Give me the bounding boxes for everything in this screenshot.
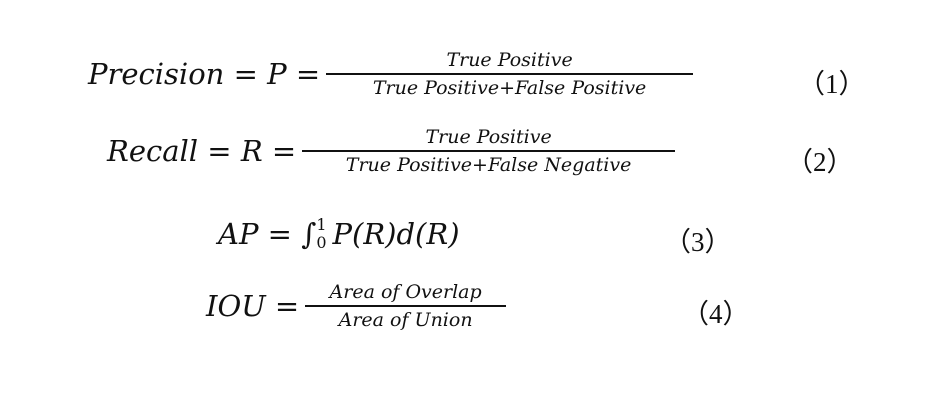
- equation-iou: IOU = Area of Overlap Area of Union: [206, 280, 506, 332]
- equation-number: （2）: [786, 147, 854, 177]
- equation-precision: Precision = P = True Positive True Posit…: [88, 48, 693, 100]
- upper-limit: 1: [316, 215, 327, 234]
- numerator: Area of Overlap: [329, 281, 482, 303]
- equation-ap: AP = ∫ 1 0 P(R)d(R): [218, 216, 460, 252]
- numerator: True Positive: [446, 49, 573, 71]
- denominator: True Positive+False Negative: [345, 154, 632, 176]
- equation-recall: Recall = R = True Positive True Positive…: [107, 125, 675, 177]
- equation-number: （3）: [664, 227, 732, 257]
- fraction: True Positive True Positive+False Negati…: [302, 125, 675, 177]
- integral-sign: ∫: [301, 217, 317, 251]
- fraction: True Positive True Positive+False Positi…: [326, 48, 693, 100]
- numerator: True Positive: [425, 126, 552, 148]
- equation-number: （1）: [798, 69, 866, 99]
- equation-number: （4）: [682, 299, 750, 329]
- denominator: True Positive+False Positive: [372, 77, 647, 99]
- lower-limit: 0: [316, 233, 327, 252]
- integral-limits: 1 0: [316, 216, 326, 252]
- denominator: Area of Union: [338, 309, 473, 331]
- equation-lhs: IOU =: [206, 289, 300, 323]
- integrand: P(R)d(R): [332, 217, 460, 251]
- fraction-bar: [302, 150, 675, 152]
- equation-lhs: Recall = R =: [107, 134, 297, 168]
- fraction-bar: [305, 305, 506, 307]
- fraction-bar: [326, 73, 693, 75]
- equation-lhs: AP =: [218, 217, 302, 251]
- fraction: Area of Overlap Area of Union: [305, 280, 506, 332]
- equation-lhs: Precision = P =: [88, 57, 321, 91]
